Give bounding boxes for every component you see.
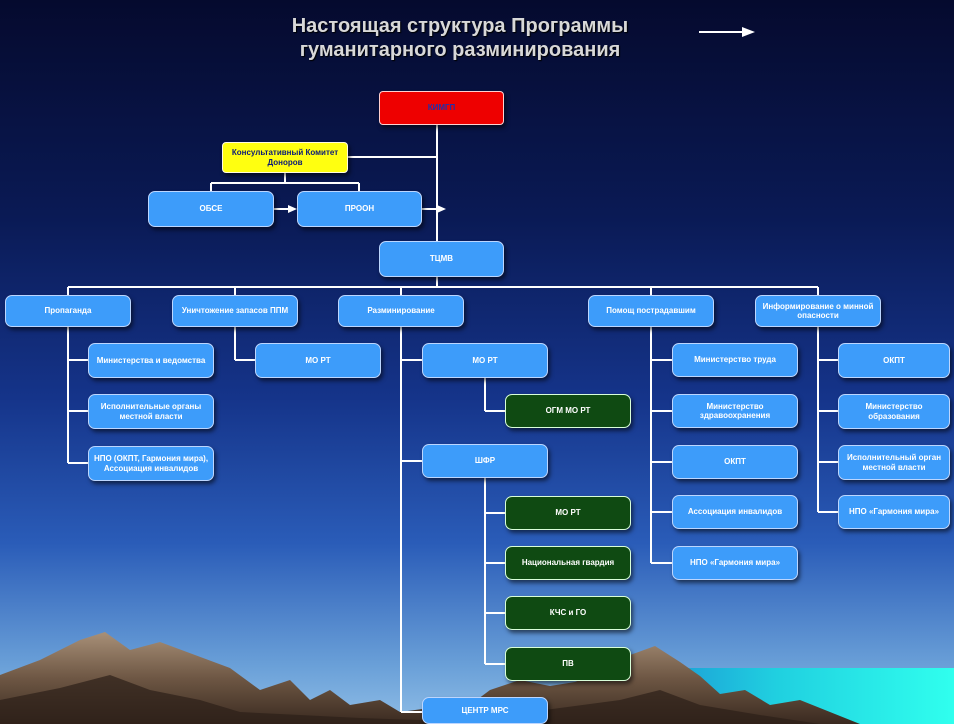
node-mine-risk-education: Информирование о минной опасности: [755, 295, 881, 327]
node-shfr-pv: ПВ: [505, 647, 631, 681]
node-dem-ogm: ОГМ МО РТ: [505, 394, 631, 428]
node-kimgp: КИМГП: [379, 91, 504, 125]
node-risk-harmony: НПО «Гармония мира»: [838, 495, 950, 529]
title-line-1: Настоящая структура Программы: [291, 15, 629, 37]
node-demining: Разминирование: [338, 295, 464, 327]
node-center-mrs: ЦЕНТР МРС: [422, 697, 548, 724]
node-vic-harmony: НПО «Гармония мира»: [672, 546, 798, 580]
node-donors-committee: Консультативный Комитет Доноров: [222, 142, 348, 173]
node-propaganda: Пропаганда: [5, 295, 131, 327]
node-vic-okpt: ОКПТ: [672, 445, 798, 479]
node-stockpile-destruction: Уничтожение запасов ППМ: [172, 295, 298, 327]
node-shfr-national-guard: Национальная гвардия: [505, 546, 631, 580]
mountain-ridge-shadow: [0, 675, 820, 724]
node-prop-ministries: Министерства и ведомства: [88, 343, 214, 378]
node-vic-labor: Министерство труда: [672, 343, 798, 377]
node-dem-mort: МО РТ: [422, 343, 548, 378]
node-stock-mort: МО РТ: [255, 343, 381, 378]
node-risk-education: Министерство образования: [838, 394, 950, 429]
node-shfr-kchs: КЧС и ГО: [505, 596, 631, 630]
node-shfr-mort: МО РТ: [505, 496, 631, 530]
slide-title: Настоящая структура Программы гуманитарн…: [250, 14, 670, 62]
node-risk-okpt: ОКПТ: [838, 343, 950, 378]
node-tcmv: ТЦМВ: [379, 241, 504, 277]
node-dem-shfr: ШФР: [422, 444, 548, 478]
node-undp: ПРООН: [297, 191, 422, 227]
node-victim-assistance: Помощ пострадавшим: [588, 295, 714, 327]
node-vic-health: Министерство здравоохранения: [672, 394, 798, 428]
node-osce: ОБСЕ: [148, 191, 274, 227]
title-line-2: гуманитарного разминирования: [299, 39, 621, 61]
node-prop-ngo: НПО (ОКПТ, Гармония мира), Ассоциация ин…: [88, 446, 214, 481]
node-prop-local-authorities: Исполнительные органы местной власти: [88, 394, 214, 429]
node-vic-disabled-association: Ассоциация инвалидов: [672, 495, 798, 529]
node-risk-local-authority: Исполнительный орган местной власти: [838, 445, 950, 480]
